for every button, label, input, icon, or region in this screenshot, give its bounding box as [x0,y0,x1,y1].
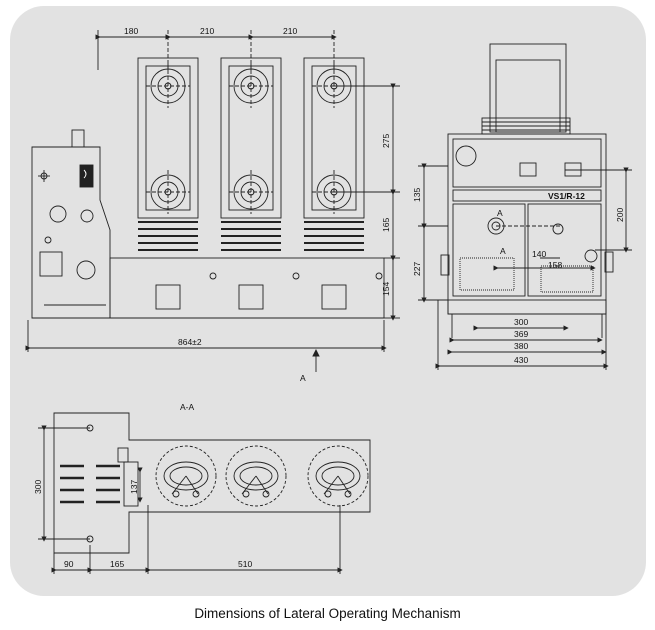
section-view-labels: 300 137 90 165 510 [33,480,252,569]
section-view [38,412,371,574]
dim-top-210-a: 210 [200,26,214,36]
dim-section-510: 510 [238,559,252,569]
view-marker-a: A [300,373,306,383]
section-label: A-A [180,402,195,412]
dim-section-165: 165 [110,559,124,569]
dim-inner-158: 158 [548,260,562,270]
dim-bottom-369: 369 [514,329,528,339]
dim-left-135: 135 [412,188,422,202]
dim-right-200: 200 [615,208,625,222]
dim-right-275: 275 [381,134,391,148]
model-label: VS1/R-12 [548,191,585,201]
dim-inner-140: 140 [532,249,546,259]
view-marker-a-side-2: A [500,246,506,256]
dim-section-90: 90 [64,559,74,569]
dim-left-227: 227 [412,262,422,276]
dim-right-154: 154 [381,282,391,296]
section-pole-2 [225,445,287,507]
section-pole-3 [307,445,369,507]
front-view-labels: 180 210 210 275 165 154 864±2 A [124,26,391,383]
dim-top-180: 180 [124,26,138,36]
section-pole-1 [155,445,217,507]
side-view [418,43,632,370]
dim-bottom-430: 430 [514,355,528,365]
dim-bottom-864: 864±2 [178,337,202,347]
pole-3 [303,57,383,310]
pole-2 [220,57,300,310]
pole-1 [137,57,217,310]
side-view-labels: VS1/R-12 135 227 200 140 158 300 369 380… [412,188,625,365]
dim-bottom-300: 300 [514,317,528,327]
drawing-panel [10,6,646,596]
dim-bottom-380: 380 [514,341,528,351]
dim-section-137: 137 [129,480,139,494]
front-view [25,30,400,372]
dim-section-300: 300 [33,480,43,494]
figure-caption: Dimensions of Lateral Operating Mechanis… [194,606,461,621]
dim-right-165: 165 [381,218,391,232]
view-marker-a-side-1: A [497,208,503,218]
technical-drawing: 180 210 210 275 165 154 864±2 A [25,26,632,574]
dim-top-210-b: 210 [283,26,297,36]
